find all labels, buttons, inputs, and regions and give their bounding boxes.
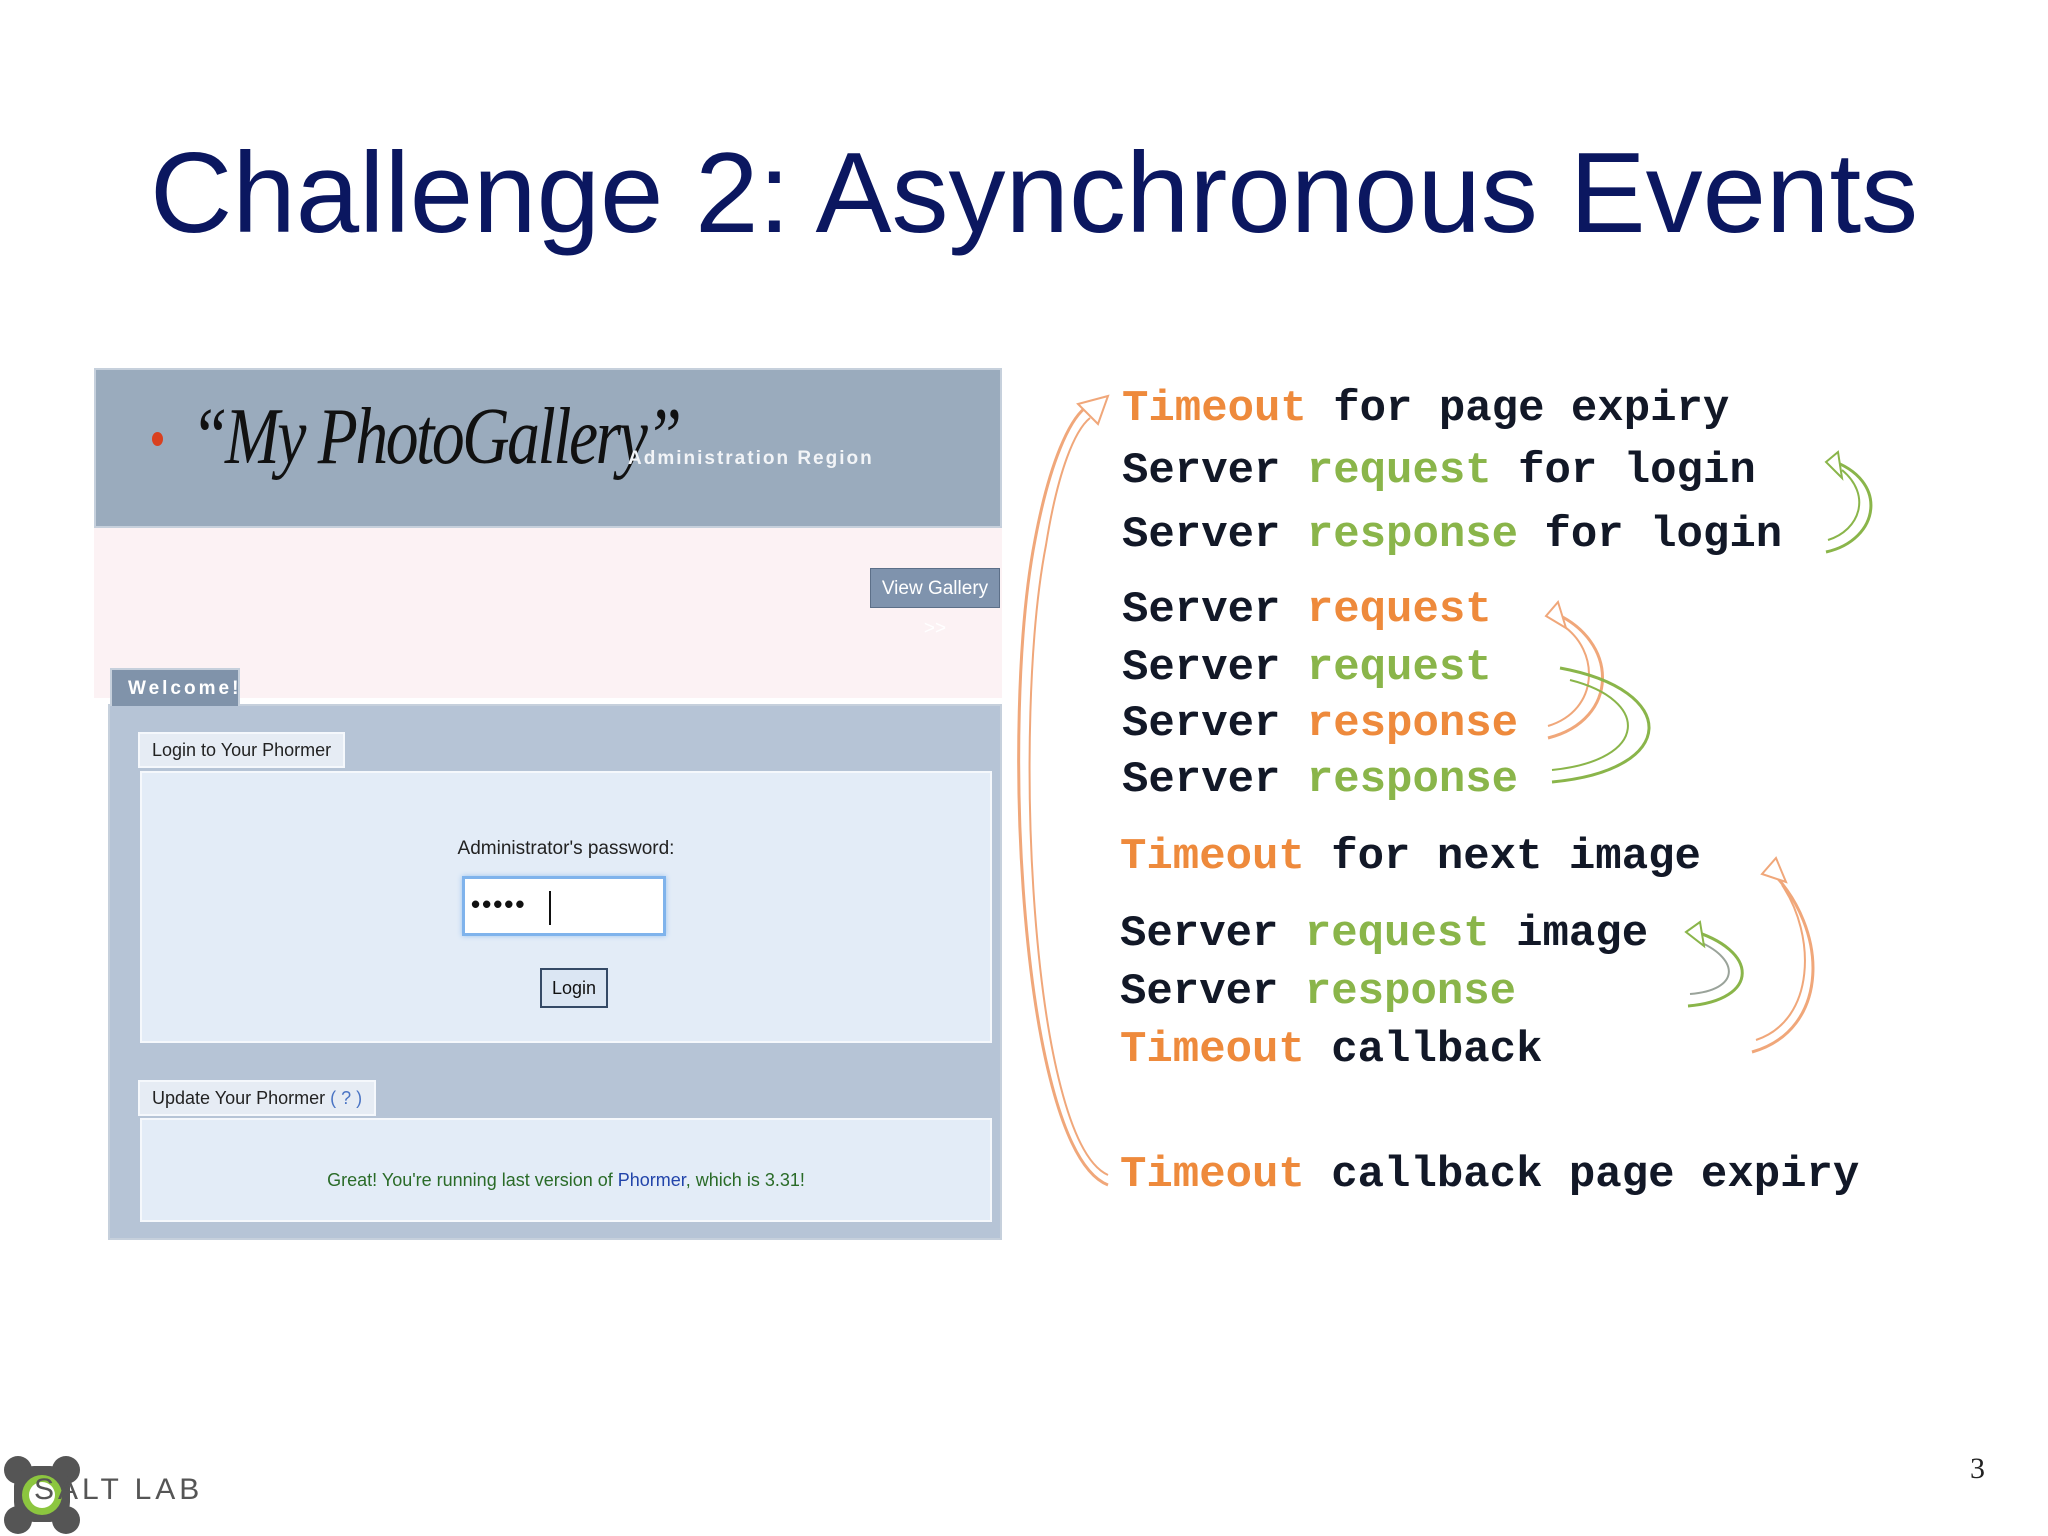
update-section: Great! You're running last version of Ph…: [140, 1118, 992, 1222]
welcome-panel: Administrator's password: ••••• Login Gr…: [108, 704, 1002, 1240]
password-input[interactable]: •••••: [462, 876, 666, 936]
page-number: 3: [1970, 1452, 1985, 1485]
salt-lab-logo: [4, 1456, 80, 1534]
login-section: Administrator's password: ••••• Login: [140, 771, 992, 1043]
welcome-tab: Welcome!: [110, 668, 240, 706]
event-line-1: Timeout for page expiry: [1122, 384, 1730, 434]
update-section-tab: Update Your Phormer ( ? ): [138, 1080, 377, 1116]
view-gallery-button[interactable]: View Gallery >>: [870, 568, 1000, 639]
event-line-8: Timeout for next image: [1120, 832, 1701, 882]
text-caret: [549, 891, 551, 925]
update-message: Great! You're running last version of Ph…: [327, 1170, 805, 1190]
page-expiry-arrow: [1017, 406, 1109, 1187]
event-line-7: Server response: [1122, 755, 1519, 805]
event-line-10: Server response: [1120, 967, 1517, 1017]
photogallery-screenshot: “My PhotoGallery” Administration Region …: [94, 368, 1002, 1240]
event-line-9: Server request image: [1120, 909, 1649, 959]
header-spacer: [94, 528, 1002, 698]
next-image-arrow: [1751, 868, 1815, 1054]
gallery-header: “My PhotoGallery” Administration Region: [94, 368, 1002, 528]
login-section-tab: Login to Your Phormer: [138, 732, 346, 768]
event-line-5: Server request: [1122, 643, 1492, 693]
event-line-4: Server request: [1122, 585, 1492, 635]
event-line-11: Timeout callback: [1120, 1025, 1543, 1075]
login-button[interactable]: Login: [540, 968, 608, 1008]
slide-title: Challenge 2: Asynchronous Events: [150, 130, 1919, 257]
event-line-2: Server request for login: [1122, 446, 1756, 496]
help-icon[interactable]: ( ? ): [330, 1088, 363, 1108]
gallery-brand: “My PhotoGallery”: [191, 393, 682, 481]
event-line-6: Server response: [1122, 699, 1519, 749]
password-label: Administrator's password:: [457, 838, 675, 859]
red-dot-icon: [152, 432, 163, 446]
event-line-3: Server response for login: [1122, 510, 1783, 560]
image-arrow: [1687, 928, 1744, 1008]
request-green-arrow: [1551, 666, 1651, 784]
gallery-brand-subtitle: Administration Region: [628, 448, 874, 469]
password-value: •••••: [471, 889, 527, 919]
salt-lab-logo-text: SALT LAB: [34, 1473, 204, 1506]
event-line-12: Timeout callback page expiry: [1120, 1150, 1860, 1200]
phormer-link[interactable]: Phormer: [617, 1170, 686, 1190]
login-arrow: [1825, 458, 1873, 554]
